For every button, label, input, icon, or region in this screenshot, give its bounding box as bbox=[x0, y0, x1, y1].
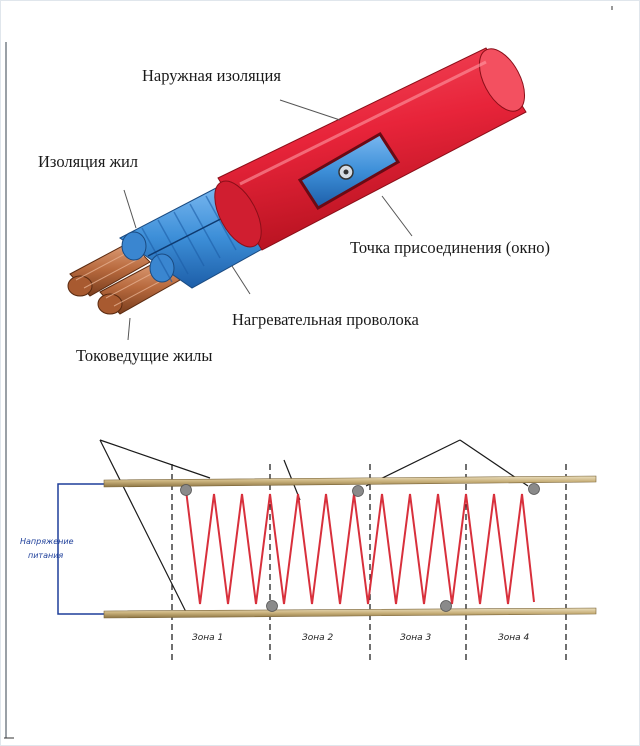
connection-point-label: Точка присоединения (окно) bbox=[350, 238, 551, 257]
bus-wires bbox=[103, 475, 597, 619]
connection-window bbox=[297, 131, 401, 211]
contact-points bbox=[180, 483, 540, 612]
supply-voltage-bracket bbox=[57, 483, 104, 615]
heating-cable-illustration bbox=[67, 47, 527, 341]
leader-lines bbox=[123, 99, 413, 341]
conductors-label: Токоведущие жилы bbox=[76, 346, 213, 365]
heating-wire-zigzag bbox=[185, 489, 535, 605]
zone-label: Зона 1 bbox=[192, 633, 223, 643]
supply-voltage-label-line1: Напряжение bbox=[20, 537, 74, 546]
zone-label: Зона 3 bbox=[400, 633, 432, 643]
supply-voltage-label-line2: питания bbox=[28, 551, 63, 560]
heating-wire-label: Нагревательная проволока bbox=[232, 310, 419, 329]
core-insulation-label: Изоляция жил bbox=[38, 152, 139, 171]
outer-insulation-label: Наружная изоляция bbox=[142, 66, 281, 85]
zone-label: Зона 2 bbox=[302, 633, 334, 643]
zone-label: Зона 4 bbox=[498, 633, 530, 643]
zone-circuit-schematic: Напряжение питания Зона 1 Зона 2 Зона 3 … bbox=[20, 439, 597, 664]
